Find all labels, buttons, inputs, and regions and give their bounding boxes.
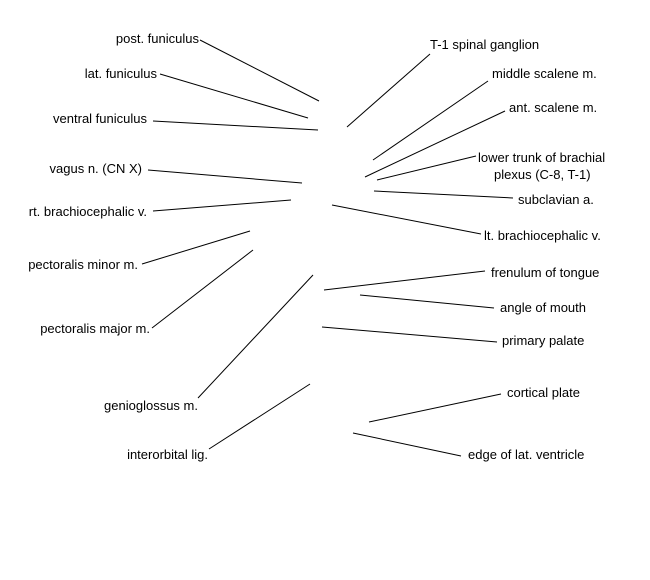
label-ventral-funiculus: ventral funiculus — [53, 111, 147, 126]
leader-ventral-funiculus — [152, 120, 319, 131]
leader-lat-funiculus — [159, 73, 309, 119]
label-t1-ganglion: T-1 spinal ganglion — [430, 37, 539, 52]
label-primary-palate: primary palate — [502, 333, 584, 348]
leader-frenulum — [323, 270, 486, 291]
leader-pectoralis-major — [151, 249, 254, 329]
label-angle-mouth: angle of mouth — [500, 300, 586, 315]
leader-angle-mouth — [359, 294, 495, 309]
label-frenulum: frenulum of tongue — [491, 265, 599, 280]
leader-lower-trunk — [376, 155, 477, 181]
leader-lat-ventricle — [352, 432, 462, 457]
label-ant-scalene: ant. scalene m. — [509, 100, 597, 115]
leader-post-funiculus — [199, 39, 320, 102]
leader-cortical-plate — [368, 393, 502, 423]
label-genioglossus: genioglossus m. — [104, 398, 198, 413]
leader-primary-palate — [321, 326, 498, 343]
leader-pectoralis-minor — [141, 230, 251, 265]
label-post-funiculus: post. funiculus — [116, 31, 200, 46]
leader-interorbital — [208, 383, 311, 450]
label-rt-brachiocephalic: rt. brachiocephalic v. — [29, 204, 147, 219]
label-pectoralis-major: pectoralis major m. — [40, 321, 150, 336]
label-subclavian: subclavian a. — [518, 192, 594, 207]
leader-lt-brachiocephalic — [331, 204, 482, 235]
label-lt-brachiocephalic: lt. brachiocephalic v. — [484, 228, 601, 243]
label-lower-trunk-line2: plexus (C-8, T-1) — [494, 167, 591, 182]
label-vagus: vagus n. (CN X) — [50, 161, 142, 176]
label-lat-ventricle: edge of lat. ventricle — [468, 447, 584, 462]
leader-middle-scalene — [372, 80, 489, 161]
leader-subclavian — [373, 190, 514, 199]
leader-ant-scalene — [364, 110, 506, 178]
leader-rt-brachiocephalic — [152, 199, 292, 212]
leader-t1-ganglion — [346, 53, 431, 128]
label-middle-scalene: middle scalene m. — [492, 66, 597, 81]
label-interorbital: interorbital lig. — [127, 447, 208, 462]
leader-genioglossus — [197, 274, 314, 399]
label-cortical-plate: cortical plate — [507, 385, 580, 400]
label-lower-trunk-line1: lower trunk of brachial — [478, 150, 605, 165]
label-lat-funiculus: lat. funiculus — [85, 66, 158, 81]
leader-vagus — [147, 169, 303, 184]
label-pectoralis-minor: pectoralis minor m. — [28, 257, 138, 272]
